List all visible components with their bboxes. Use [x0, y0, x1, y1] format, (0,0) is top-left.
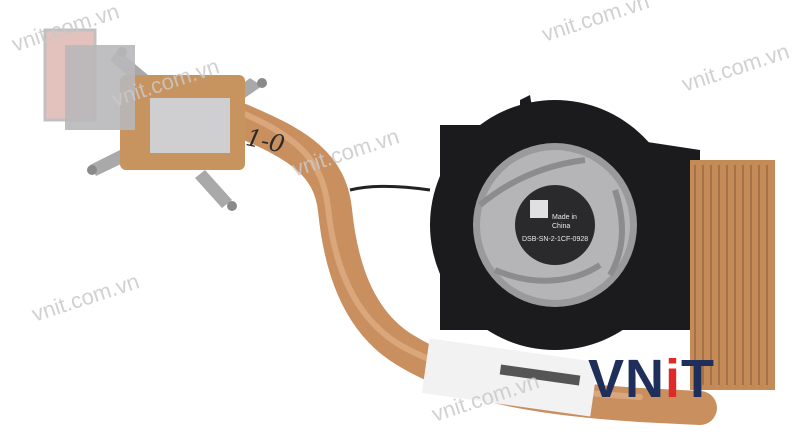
logo-part2: i	[665, 349, 682, 409]
fan-label-made-in: Made in China	[552, 213, 577, 231]
made-in-line2: China	[552, 223, 571, 230]
thermal-pad	[150, 98, 230, 153]
logo-part3: T	[681, 349, 716, 409]
fan-housing	[430, 95, 700, 350]
made-in-line1: Made in	[552, 214, 577, 221]
radiator-fins	[690, 160, 775, 390]
gpu-plate	[65, 45, 135, 130]
fan-label-code: DSB-SN-2-1CF-0928	[522, 236, 589, 243]
fan-cable	[349, 184, 431, 192]
logo-part1: VN	[588, 349, 666, 409]
serial-label	[421, 338, 598, 417]
barcode	[499, 364, 581, 386]
qr-code-icon	[530, 200, 548, 218]
vnit-logo: VNiT	[588, 352, 715, 406]
